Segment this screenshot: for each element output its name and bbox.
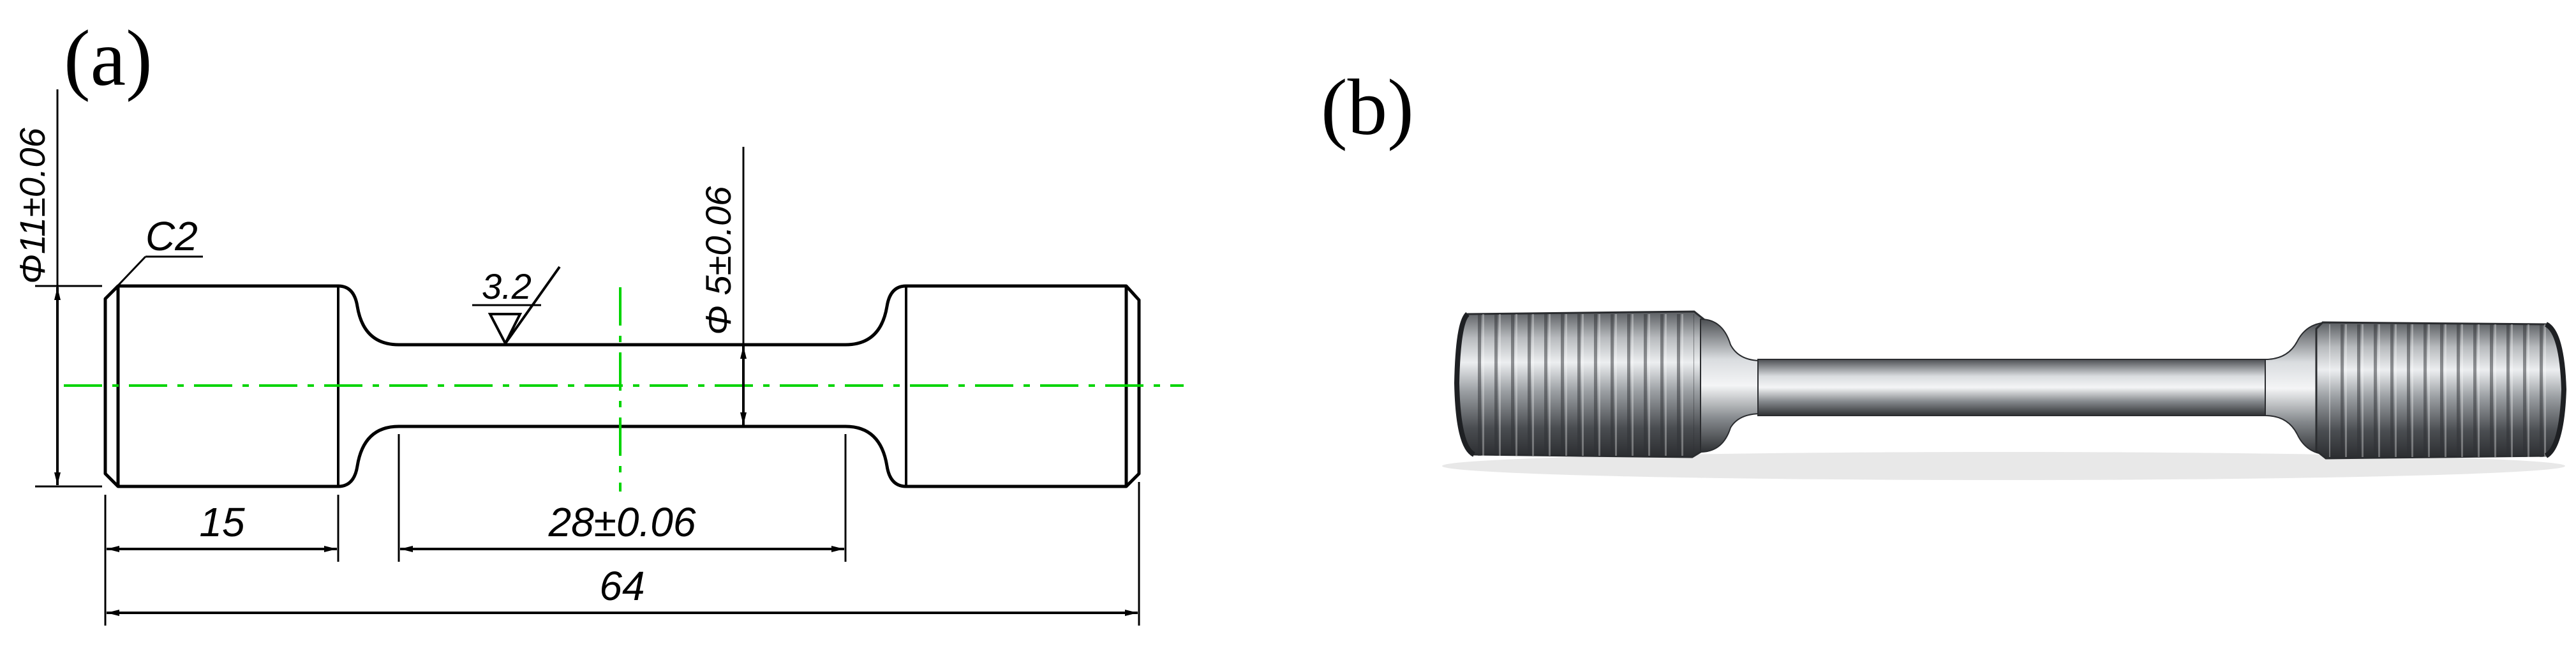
panel-a: (a) 15: [12, 15, 1184, 626]
specimen-photo: [1442, 310, 2567, 480]
left-grip: [1454, 310, 1705, 458]
gauge-section: [1757, 359, 2269, 416]
right-grip: [2315, 321, 2567, 460]
roughness-label: 3.2: [482, 266, 532, 306]
centerline: [64, 287, 1184, 492]
panel-b: (b): [1321, 64, 2567, 480]
extension-lines: [35, 147, 1140, 626]
chamfer-callout: C2: [106, 213, 203, 298]
total-length-label: 64: [599, 563, 644, 609]
grip-diameter-label: Φ11±0.06: [12, 127, 52, 284]
chamfer-label: C2: [145, 213, 198, 259]
surface-roughness-symbol: 3.2: [472, 266, 561, 347]
grip-length-label: 15: [199, 499, 245, 545]
dim-grip-length: 15: [107, 499, 337, 552]
panel-a-label: (a): [64, 15, 153, 103]
dim-grip-diameter: Φ11±0.06: [12, 89, 61, 485]
dim-gauge-length: 28±0.06: [400, 499, 844, 552]
dim-total-length: 64: [107, 563, 1138, 616]
panel-b-label: (b): [1321, 64, 1414, 152]
dim-gauge-diameter: Φ 5±0.06: [698, 186, 747, 425]
gauge-diameter-label: Φ 5±0.06: [698, 186, 738, 335]
gauge-length-label: 28±0.06: [548, 499, 696, 545]
